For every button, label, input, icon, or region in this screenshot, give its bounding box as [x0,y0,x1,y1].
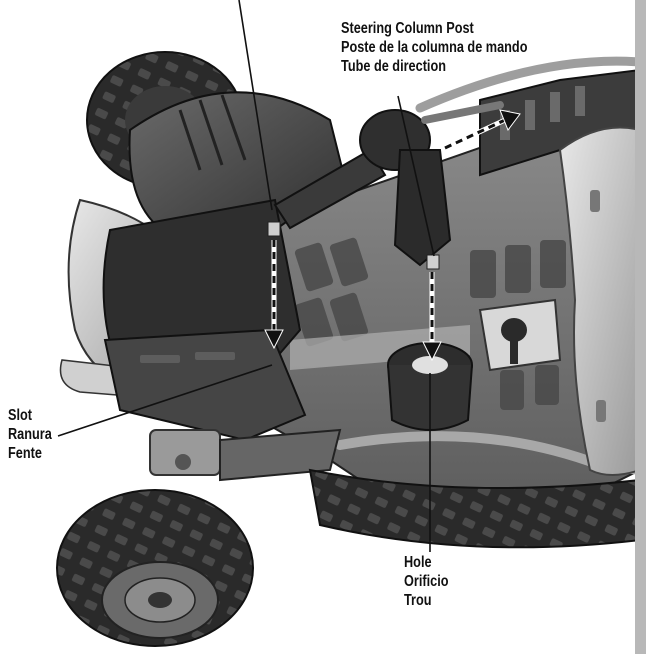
hole-label-es: Orificio [404,572,448,591]
hole-label-en: Hole [404,553,448,572]
hole-label: Hole Orificio Trou [404,553,448,610]
shifter [480,300,560,370]
slot-label-es: Ranura [8,425,52,444]
steering-label-es: Poste de la columna de mando [341,38,527,57]
steering-label-en: Steering Column Post [341,19,527,38]
steering-column-post-label: Steering Column Post Poste de la columna… [341,19,527,76]
slot-label: Slot Ranura Fente [8,406,52,463]
slot-label-en: Slot [8,406,52,425]
steering-label-fr: Tube de direction [341,57,527,76]
front-tire [57,490,253,646]
hole-label-fr: Trou [404,591,448,610]
slot-label-fr: Fente [8,444,52,463]
page-edge-strip [635,0,646,654]
